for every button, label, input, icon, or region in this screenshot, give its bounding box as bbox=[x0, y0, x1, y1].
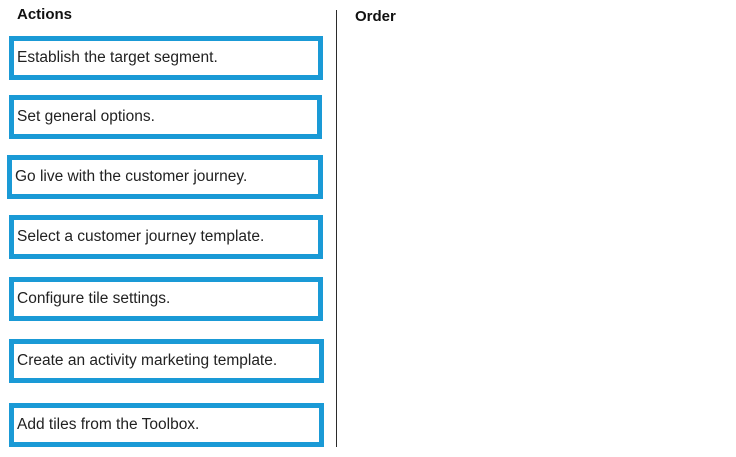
order-drop-area[interactable] bbox=[340, 30, 730, 450]
action-item-configure-tile-settings[interactable]: Configure tile settings. bbox=[9, 277, 323, 321]
action-item-select-customer-journey-template[interactable]: Select a customer journey template. bbox=[9, 215, 323, 259]
action-item-set-general-options[interactable]: Set general options. bbox=[9, 95, 322, 139]
actions-list: Establish the target segment. Set genera… bbox=[0, 0, 336, 457]
action-item-establish-target-segment[interactable]: Establish the target segment. bbox=[9, 36, 323, 80]
action-item-add-tiles-from-toolbox[interactable]: Add tiles from the Toolbox. bbox=[9, 403, 324, 447]
column-divider bbox=[336, 10, 337, 447]
action-item-create-activity-marketing-template[interactable]: Create an activity marketing template. bbox=[9, 339, 324, 383]
actions-header: Actions bbox=[17, 6, 73, 23]
action-item-go-live-customer-journey[interactable]: Go live with the customer journey. bbox=[7, 155, 323, 199]
order-header: Order bbox=[355, 8, 396, 25]
